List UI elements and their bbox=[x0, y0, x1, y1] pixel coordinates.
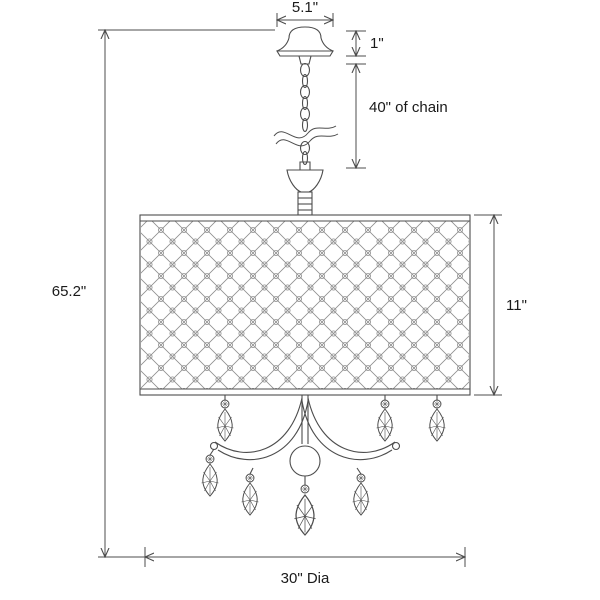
crystal-drop bbox=[215, 408, 235, 442]
left-arm-tip bbox=[209, 441, 219, 451]
crystal-drop bbox=[375, 408, 395, 442]
shade-lattice-pattern bbox=[141, 221, 469, 389]
dim-shade-height: 11" bbox=[474, 215, 527, 395]
dim-canopy-height: 1" bbox=[346, 31, 384, 56]
frame-arms bbox=[209, 395, 401, 485]
dimension-label-shade-diameter: 30" Dia bbox=[281, 570, 330, 587]
crystal-bead bbox=[432, 399, 442, 409]
dim-overall-height: 65.2" bbox=[52, 30, 275, 557]
dimension-annotations: 5.1" 1" 40" of chain 11" 65. bbox=[52, 0, 527, 587]
crystal-drop bbox=[240, 482, 260, 516]
crystal-drop bbox=[200, 463, 220, 497]
dim-shade-diameter: 30" Dia bbox=[145, 547, 465, 587]
ceiling-canopy bbox=[276, 26, 334, 65]
finial-crystal-drop bbox=[293, 494, 317, 536]
right-arm-tip bbox=[391, 441, 401, 451]
dimension-label-shade-height: 11" bbox=[506, 297, 527, 314]
crystal-drop bbox=[427, 408, 447, 442]
center-sphere bbox=[289, 445, 321, 477]
right-arm bbox=[307, 397, 396, 453]
dimension-label-overall-height: 65.2" bbox=[52, 283, 87, 300]
dimension-label-chain-length: 40" of chain bbox=[369, 99, 448, 116]
crystal-drops bbox=[200, 395, 447, 536]
crystal-bead bbox=[220, 399, 230, 409]
dim-canopy-width: 5.1" bbox=[277, 0, 333, 27]
hanging-chain bbox=[299, 62, 311, 166]
socket-assembly bbox=[286, 161, 324, 216]
crystal-drop bbox=[351, 482, 371, 516]
drum-shade bbox=[139, 214, 471, 396]
chandelier-drawing bbox=[139, 26, 471, 536]
dimension-label-canopy-height: 1" bbox=[370, 35, 384, 52]
crystal-bead bbox=[245, 473, 255, 483]
dim-chain-length: 40" of chain bbox=[346, 64, 448, 168]
right-arm bbox=[301, 400, 393, 461]
crystal-bead bbox=[205, 454, 215, 464]
dimension-label-canopy-width: 5.1" bbox=[292, 0, 318, 16]
crystal-bead bbox=[356, 473, 366, 483]
left-arm bbox=[217, 400, 309, 461]
chain-break-mark bbox=[273, 125, 339, 147]
left-arm bbox=[214, 397, 303, 453]
crystal-bead bbox=[380, 399, 390, 409]
finial-bead bbox=[300, 484, 310, 494]
